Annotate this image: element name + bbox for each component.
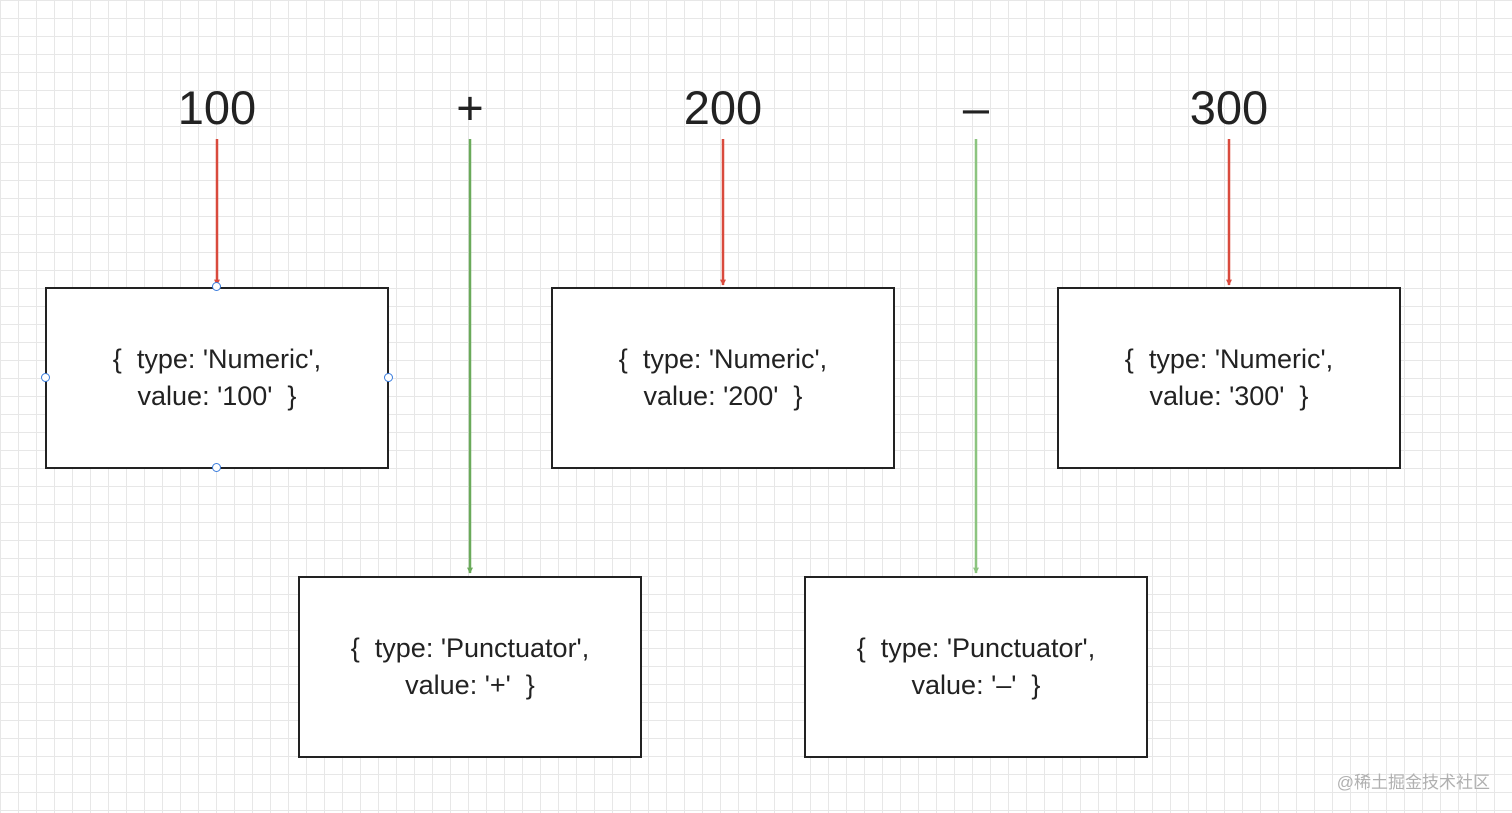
node-line-value: value: '–' } xyxy=(911,670,1041,700)
selection-handle-bottom[interactable] xyxy=(212,463,221,472)
node-line-value: value: '+' } xyxy=(405,670,535,700)
node-box-300[interactable]: { type: 'Numeric', value: '300' } xyxy=(1057,287,1401,469)
node-line-type: { type: 'Punctuator', xyxy=(350,633,590,663)
node-box-200[interactable]: { type: 'Numeric', value: '200' } xyxy=(551,287,895,469)
watermark: @稀土掘金技术社区 xyxy=(1336,773,1490,792)
node-line-type: { type: 'Numeric', xyxy=(618,344,828,374)
selection-handle-left[interactable] xyxy=(41,373,50,382)
node-line-type: { type: 'Numeric', xyxy=(112,344,322,374)
node-box-minus[interactable]: { type: 'Punctuator', value: '–' } xyxy=(804,576,1148,758)
node-text-300: { type: 'Numeric', value: '300' } xyxy=(1125,341,1333,415)
node-line-type: { type: 'Punctuator', xyxy=(856,633,1096,663)
token-label-minus[interactable]: – xyxy=(962,81,990,134)
selection-handle-right[interactable] xyxy=(384,373,393,382)
node-text-plus: { type: 'Punctuator', value: '+' } xyxy=(351,630,589,704)
token-label-200[interactable]: 200 xyxy=(683,81,763,134)
node-line-value: value: '200' } xyxy=(643,381,803,411)
token-label-300[interactable]: 300 xyxy=(1189,81,1269,134)
node-line-value: value: '100' } xyxy=(137,381,297,411)
token-label-100[interactable]: 100 xyxy=(177,81,257,134)
selection-handle-top[interactable] xyxy=(212,282,221,291)
node-line-type: { type: 'Numeric', xyxy=(1124,344,1334,374)
node-text-100: { type: 'Numeric', value: '100' } xyxy=(113,341,321,415)
node-box-100[interactable]: { type: 'Numeric', value: '100' } xyxy=(45,287,389,469)
node-text-minus: { type: 'Punctuator', value: '–' } xyxy=(857,630,1095,704)
node-text-200: { type: 'Numeric', value: '200' } xyxy=(619,341,827,415)
token-label-plus[interactable]: + xyxy=(456,81,484,134)
node-line-value: value: '300' } xyxy=(1149,381,1309,411)
node-box-plus[interactable]: { type: 'Punctuator', value: '+' } xyxy=(298,576,642,758)
